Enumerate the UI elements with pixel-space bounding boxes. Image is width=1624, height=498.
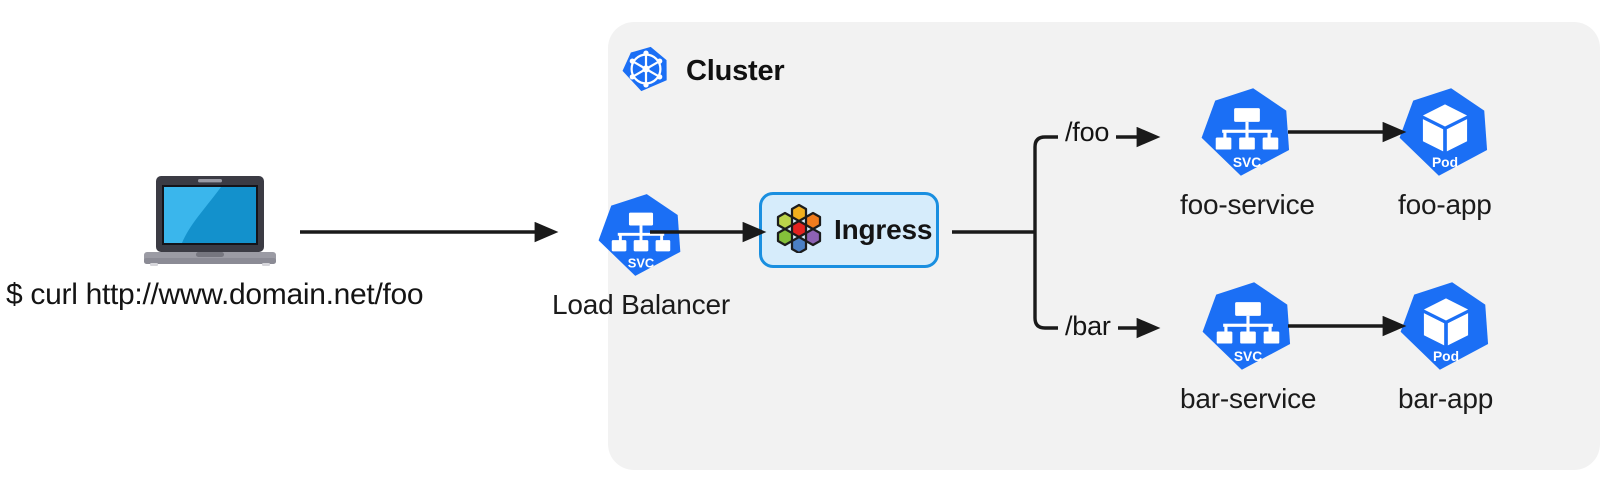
svg-text:Pod: Pod [1432,155,1458,170]
bar-service-node: SVC bar-service [1180,280,1316,415]
client-laptop [142,172,278,277]
k8s-service-icon: SVC [598,192,684,283]
bar-app-label: bar-app [1398,383,1494,414]
svg-text:SVC: SVC [1234,349,1262,364]
bar-app-node: Pod bar-app [1398,280,1493,415]
ingress-label: Ingress [834,214,933,245]
k8s-pod-icon: Pod [1399,86,1491,183]
curl-command: $ curl http://www.domain.net/foo [6,278,424,311]
foo-service-label: foo-service [1180,189,1315,220]
cluster-header: Cluster [622,45,785,98]
route-path-foo: /foo [1058,117,1117,148]
bar-service-label: bar-service [1180,383,1317,414]
k8s-service-icon: SVC [1201,86,1293,183]
k8s-service-icon: SVC [1202,280,1294,377]
load-balancer-node: SVC Load Balancer [552,192,730,321]
foo-app-node: Pod foo-app [1398,86,1492,221]
svg-text:Pod: Pod [1433,349,1459,364]
k8s-pod-icon: Pod [1400,280,1492,377]
ingress-node: Ingress [759,192,939,268]
laptop-icon [142,172,278,277]
load-balancer-label: Load Balancer [552,289,730,320]
cluster-label: Cluster [686,55,785,87]
route-path-bar: /bar [1058,311,1118,342]
kubernetes-helm-icon [622,45,670,98]
svg-text:SVC: SVC [1233,155,1261,170]
svg-text:SVC: SVC [628,256,655,271]
ingress-honeycomb-icon [774,203,824,258]
foo-app-label: foo-app [1398,189,1492,220]
foo-service-node: SVC foo-service [1180,86,1315,221]
